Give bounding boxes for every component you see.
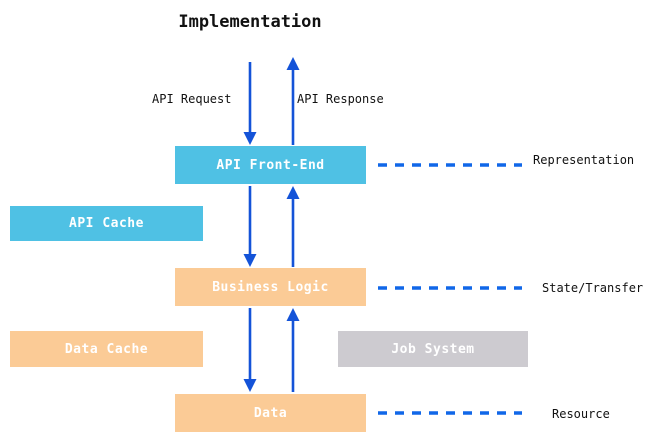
arrow-arrow-request-bottom bbox=[243, 308, 257, 392]
flow-label-api-response: API Response bbox=[297, 92, 384, 106]
node-api-front-end[interactable]: API Front-End bbox=[175, 146, 366, 184]
node-api-cache[interactable]: API Cache bbox=[10, 206, 203, 241]
arrow-arrow-request-top bbox=[243, 62, 257, 145]
dashed-connectors-group bbox=[378, 163, 522, 415]
arrow-head bbox=[286, 186, 300, 199]
node-data-cache[interactable]: Data Cache bbox=[10, 331, 203, 367]
node-label: Data Cache bbox=[64, 341, 149, 357]
flow-label-api-request: API Request bbox=[152, 92, 232, 106]
node-label: Business Logic bbox=[212, 279, 329, 295]
arrow-arrow-response-bottom bbox=[286, 308, 300, 392]
arrow-head bbox=[286, 57, 300, 70]
node-label: Data bbox=[253, 405, 288, 421]
arrows-group bbox=[243, 57, 300, 392]
node-label: API Front-End bbox=[216, 157, 325, 173]
arrow-arrow-request-mid bbox=[243, 186, 257, 267]
arrow-head bbox=[286, 308, 300, 321]
side-label-representation: Representation bbox=[533, 153, 635, 167]
arrow-head bbox=[243, 379, 257, 392]
arrow-head bbox=[243, 254, 257, 267]
node-data[interactable]: Data bbox=[175, 394, 366, 432]
node-business-logic[interactable]: Business Logic bbox=[175, 268, 366, 306]
node-job-system[interactable]: Job System bbox=[338, 331, 528, 367]
node-label: Job System bbox=[391, 341, 475, 357]
page-title: Implementation bbox=[178, 12, 322, 32]
side-label-resource: Resource bbox=[552, 407, 610, 421]
side-label-state-transfer: State/Transfer bbox=[542, 281, 644, 295]
node-label: API Cache bbox=[69, 216, 144, 231]
arrow-arrow-response-mid bbox=[286, 186, 300, 267]
arrow-head bbox=[243, 132, 257, 145]
